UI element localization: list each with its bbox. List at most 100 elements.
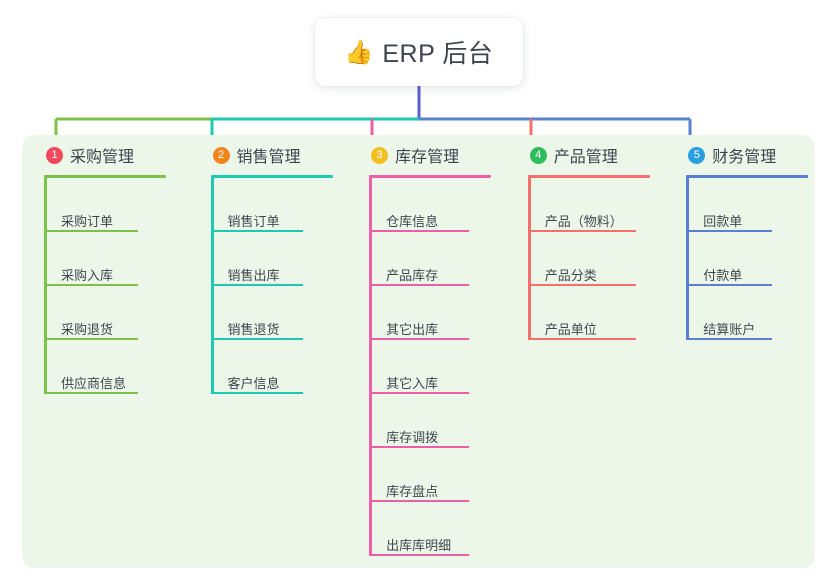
branch-spine-4 (527, 178, 531, 340)
branch-item[interactable]: 采购订单 (44, 178, 138, 232)
branch-columns: 1 采购管理 采购订单采购入库采购退货供应商信息 2 销售管理 销售订单销售出库… (22, 135, 815, 568)
branch-column-4: 4 产品管理 产品（物料） 产品分类产品单位 (506, 135, 665, 568)
branch-item-label: 销售订单 (227, 213, 280, 229)
branch-item-label: 其它出库 (386, 321, 439, 337)
branch-item-label: 采购入库 (61, 267, 114, 283)
branch-item[interactable]: 仓库信息 (369, 178, 470, 232)
branch-header-3[interactable]: 3 库存管理 (363, 135, 506, 175)
branch-rule-2 (210, 175, 333, 178)
branch-item-label: 采购退货 (61, 321, 114, 337)
branch-item[interactable]: 库存调拨 (369, 394, 470, 448)
branch-column-1: 1 采购管理 采购订单采购入库采购退货供应商信息 (22, 135, 189, 568)
branch-item[interactable]: 采购入库 (44, 232, 138, 286)
branch-item-rule (369, 230, 470, 232)
thumbs-up-icon: 👍 (344, 38, 374, 65)
branch-item[interactable]: 其它出库 (369, 286, 470, 340)
branch-item-rule (527, 284, 636, 286)
branch-badge-1: 1 (46, 146, 63, 164)
branch-item[interactable]: 出库库明细 (369, 502, 470, 556)
branch-item[interactable]: 销售退货 (210, 286, 303, 340)
branch-item-rule (369, 392, 470, 394)
branch-spine-3 (369, 178, 373, 556)
branch-column-5: 5 财务管理 回款单付款单结算账户 (664, 135, 815, 568)
branch-items-1: 采购订单采购入库采购退货供应商信息 (44, 178, 189, 394)
branch-item-rule (210, 338, 303, 340)
branch-item-rule (210, 284, 303, 286)
branch-item-label: 出库库明细 (386, 537, 452, 553)
branch-item-rule (527, 338, 636, 340)
branch-item-rule (686, 338, 773, 340)
branch-item-rule (44, 392, 138, 394)
branch-column-2: 2 销售管理 销售订单销售出库销售退货客户信息 (189, 135, 348, 568)
branch-column-3: 3 库存管理 仓库信息产品库存其它出库其它入库库存调拨库存盘点出库库明细 (347, 135, 506, 568)
branch-spine-2 (210, 178, 214, 394)
branch-items-5: 回款单付款单结算账户 (686, 178, 815, 340)
branch-item-label: 采购订单 (61, 213, 114, 229)
branch-item-label: 产品分类 (544, 267, 597, 283)
content-panel (22, 135, 815, 568)
branch-item-label: 库存盘点 (386, 483, 439, 499)
branch-title-1: 采购管理 (70, 149, 135, 166)
branch-item-rule (210, 392, 303, 394)
branch-header-1[interactable]: 1 采购管理 (38, 135, 189, 175)
branch-item-rule (369, 446, 470, 448)
branch-item[interactable]: 产品库存 (369, 232, 470, 286)
branch-item-rule (210, 230, 303, 232)
branch-title-4: 产品管理 (553, 149, 618, 166)
branch-item-rule (369, 500, 470, 502)
branch-badge-5: 5 (688, 146, 706, 164)
branch-item-label: 产品单位 (544, 321, 597, 337)
branch-item-rule (44, 230, 138, 232)
branch-item-rule (44, 338, 138, 340)
branch-item[interactable]: 产品（物料） (527, 178, 636, 232)
branch-item[interactable]: 回款单 (686, 178, 773, 232)
branch-rule-3 (369, 175, 492, 178)
branch-item-label: 回款单 (703, 213, 743, 229)
branch-item-label: 结算账户 (703, 321, 756, 337)
branch-items-4: 产品（物料） 产品分类产品单位 (527, 178, 665, 340)
branch-title-5: 财务管理 (712, 149, 777, 166)
branch-item-label: 产品（物料） (544, 213, 623, 229)
branch-item[interactable]: 产品分类 (527, 232, 636, 286)
branch-badge-3: 3 (371, 146, 389, 164)
branch-header-5[interactable]: 5 财务管理 (680, 135, 815, 175)
branch-spine-5 (686, 178, 690, 340)
branch-item[interactable]: 结算账户 (686, 286, 773, 340)
root-node-card[interactable]: 👍 ERP 后台 (315, 18, 523, 86)
branch-rule-1 (44, 175, 166, 178)
branch-item[interactable]: 供应商信息 (44, 340, 138, 394)
branch-rule-5 (686, 175, 809, 178)
branch-item[interactable]: 付款单 (686, 232, 773, 286)
branch-item-rule (369, 554, 470, 556)
branch-item-label: 仓库信息 (386, 213, 439, 229)
branch-item[interactable]: 采购退货 (44, 286, 138, 340)
branch-item-label: 销售退货 (227, 321, 280, 337)
branch-item[interactable]: 其它入库 (369, 340, 470, 394)
branch-item-label: 销售出库 (227, 267, 280, 283)
branch-item-label: 客户信息 (227, 375, 280, 391)
branch-item-label: 其它入库 (386, 375, 439, 391)
branch-item[interactable]: 库存盘点 (369, 448, 470, 502)
branch-title-3: 库存管理 (395, 149, 460, 166)
branch-item-label: 付款单 (703, 267, 743, 283)
branch-item-rule (369, 284, 470, 286)
branch-item-rule (527, 230, 636, 232)
branch-items-3: 仓库信息产品库存其它出库其它入库库存调拨库存盘点出库库明细 (369, 178, 506, 556)
root-node-title: ERP 后台 (382, 40, 494, 68)
branch-badge-4: 4 (529, 146, 547, 164)
branch-header-4[interactable]: 4 产品管理 (522, 135, 665, 175)
branch-item[interactable]: 客户信息 (210, 340, 303, 394)
branch-item[interactable]: 销售订单 (210, 178, 303, 232)
branch-item[interactable]: 销售出库 (210, 232, 303, 286)
branch-header-2[interactable]: 2 销售管理 (205, 135, 348, 175)
branch-spine-1 (44, 178, 47, 394)
branch-items-2: 销售订单销售出库销售退货客户信息 (210, 178, 348, 394)
branch-item-label: 产品库存 (386, 267, 439, 283)
branch-badge-2: 2 (212, 146, 230, 164)
branch-item[interactable]: 产品单位 (527, 286, 636, 340)
branch-item-rule (686, 230, 773, 232)
branch-item-label: 供应商信息 (61, 375, 127, 391)
branch-item-rule (44, 284, 138, 286)
branch-item-label: 库存调拨 (386, 429, 439, 445)
